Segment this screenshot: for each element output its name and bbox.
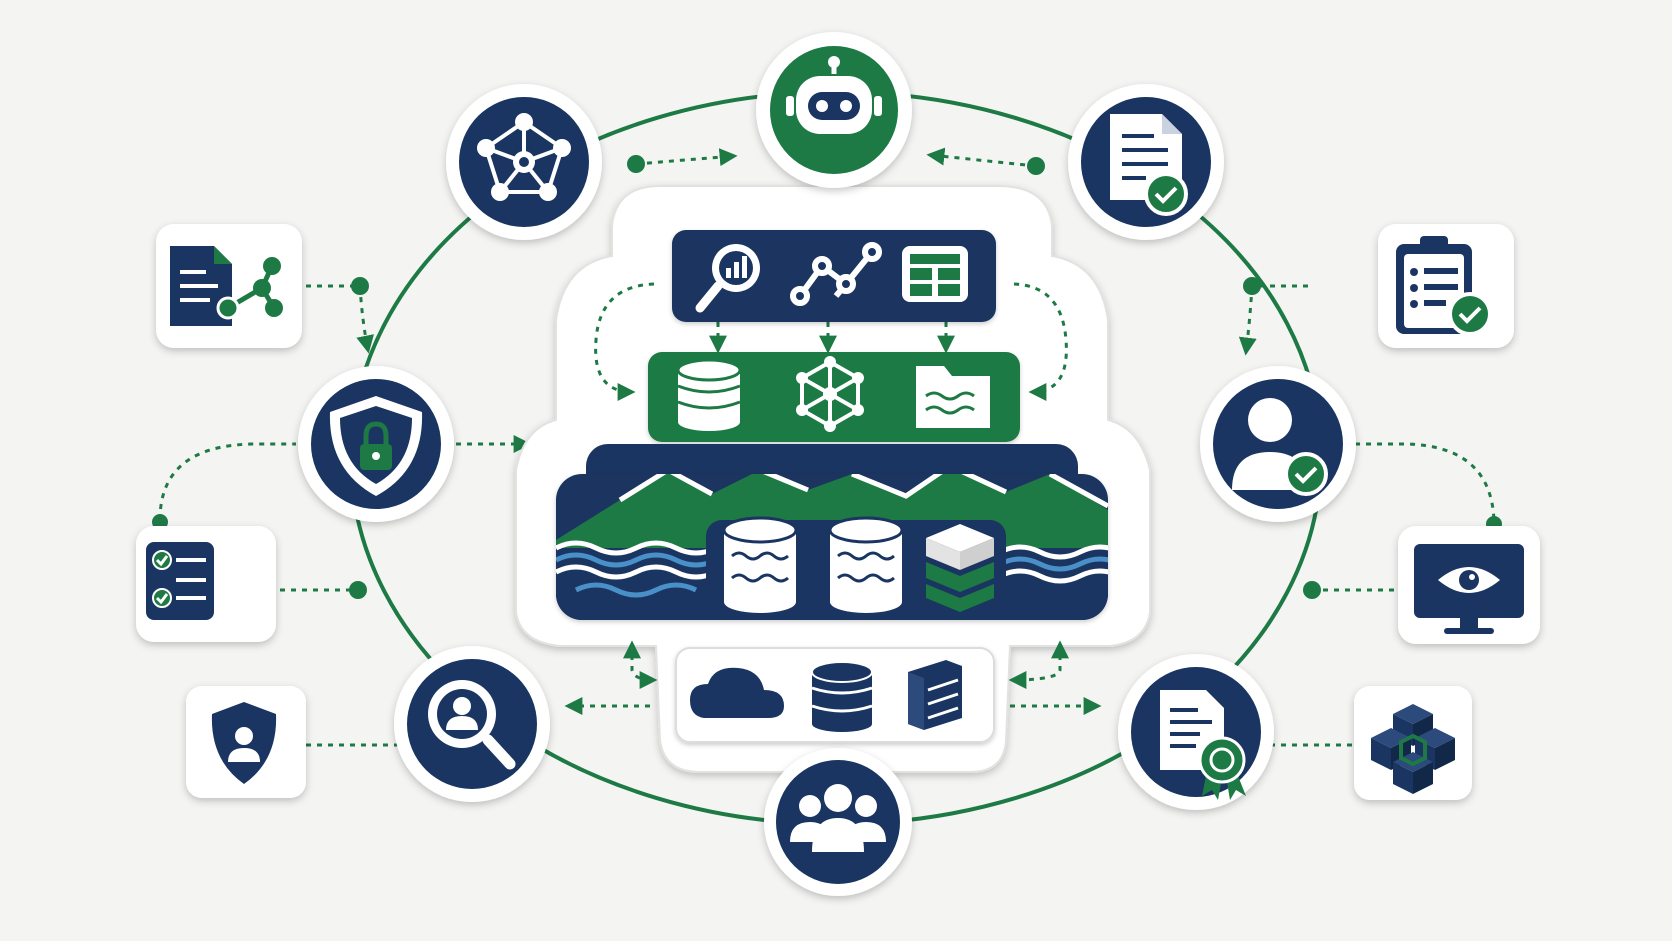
user-shield-icon xyxy=(211,702,277,784)
team-node[interactable] xyxy=(764,748,912,896)
analytics-layer xyxy=(672,230,996,322)
document-approved-node[interactable] xyxy=(1068,84,1224,240)
protected-user-card[interactable] xyxy=(186,686,306,798)
shield-lock-icon xyxy=(329,396,423,496)
data-lineage-doc-card[interactable] xyxy=(156,224,302,348)
checklist-icon xyxy=(146,542,214,620)
database-icon xyxy=(676,358,742,431)
security-node[interactable] xyxy=(298,366,454,522)
lake-database-icon xyxy=(828,516,904,613)
database-server-icon xyxy=(811,661,873,732)
monitoring-card[interactable] xyxy=(1398,526,1540,644)
clipboard-approved-card[interactable] xyxy=(1378,224,1514,348)
monitor-eye-icon xyxy=(1414,544,1524,634)
cubes-icon xyxy=(1371,704,1455,794)
connector-dots xyxy=(152,155,1502,599)
network-graph-node[interactable] xyxy=(446,84,602,240)
cloud-icon xyxy=(690,667,784,718)
user-search-icon xyxy=(428,680,516,770)
robot-icon xyxy=(786,56,882,134)
line-chart-icon xyxy=(790,242,882,306)
inner-connectors xyxy=(594,282,1069,689)
connectors xyxy=(158,147,1496,747)
user-search-node[interactable] xyxy=(394,646,550,802)
document-share-icon xyxy=(170,246,283,326)
processing-layer xyxy=(648,352,1020,442)
certificate-document-icon xyxy=(1160,690,1246,800)
data-lake-layer xyxy=(556,444,1108,620)
layered-storage-icon xyxy=(926,524,994,612)
search-chart-icon xyxy=(695,244,760,313)
dashboard-grid-icon xyxy=(902,246,968,302)
data-cubes-card[interactable] xyxy=(1354,686,1472,800)
checklist-card[interactable] xyxy=(136,526,276,642)
network-graph-icon xyxy=(477,113,571,201)
people-group-icon xyxy=(790,784,886,852)
user-check-icon xyxy=(1232,398,1328,496)
clipboard-check-icon xyxy=(1396,236,1492,336)
molecule-network-icon xyxy=(796,356,864,432)
lake-database-icon xyxy=(722,516,798,613)
user-verified-node[interactable] xyxy=(1200,366,1356,522)
infrastructure-layer xyxy=(675,647,995,743)
server-rack-icon xyxy=(908,660,962,730)
ai-bot-node[interactable] xyxy=(756,32,912,188)
data-folder-icon xyxy=(916,366,990,428)
certified-document-node[interactable] xyxy=(1118,654,1274,810)
document-check-icon xyxy=(1110,114,1188,216)
